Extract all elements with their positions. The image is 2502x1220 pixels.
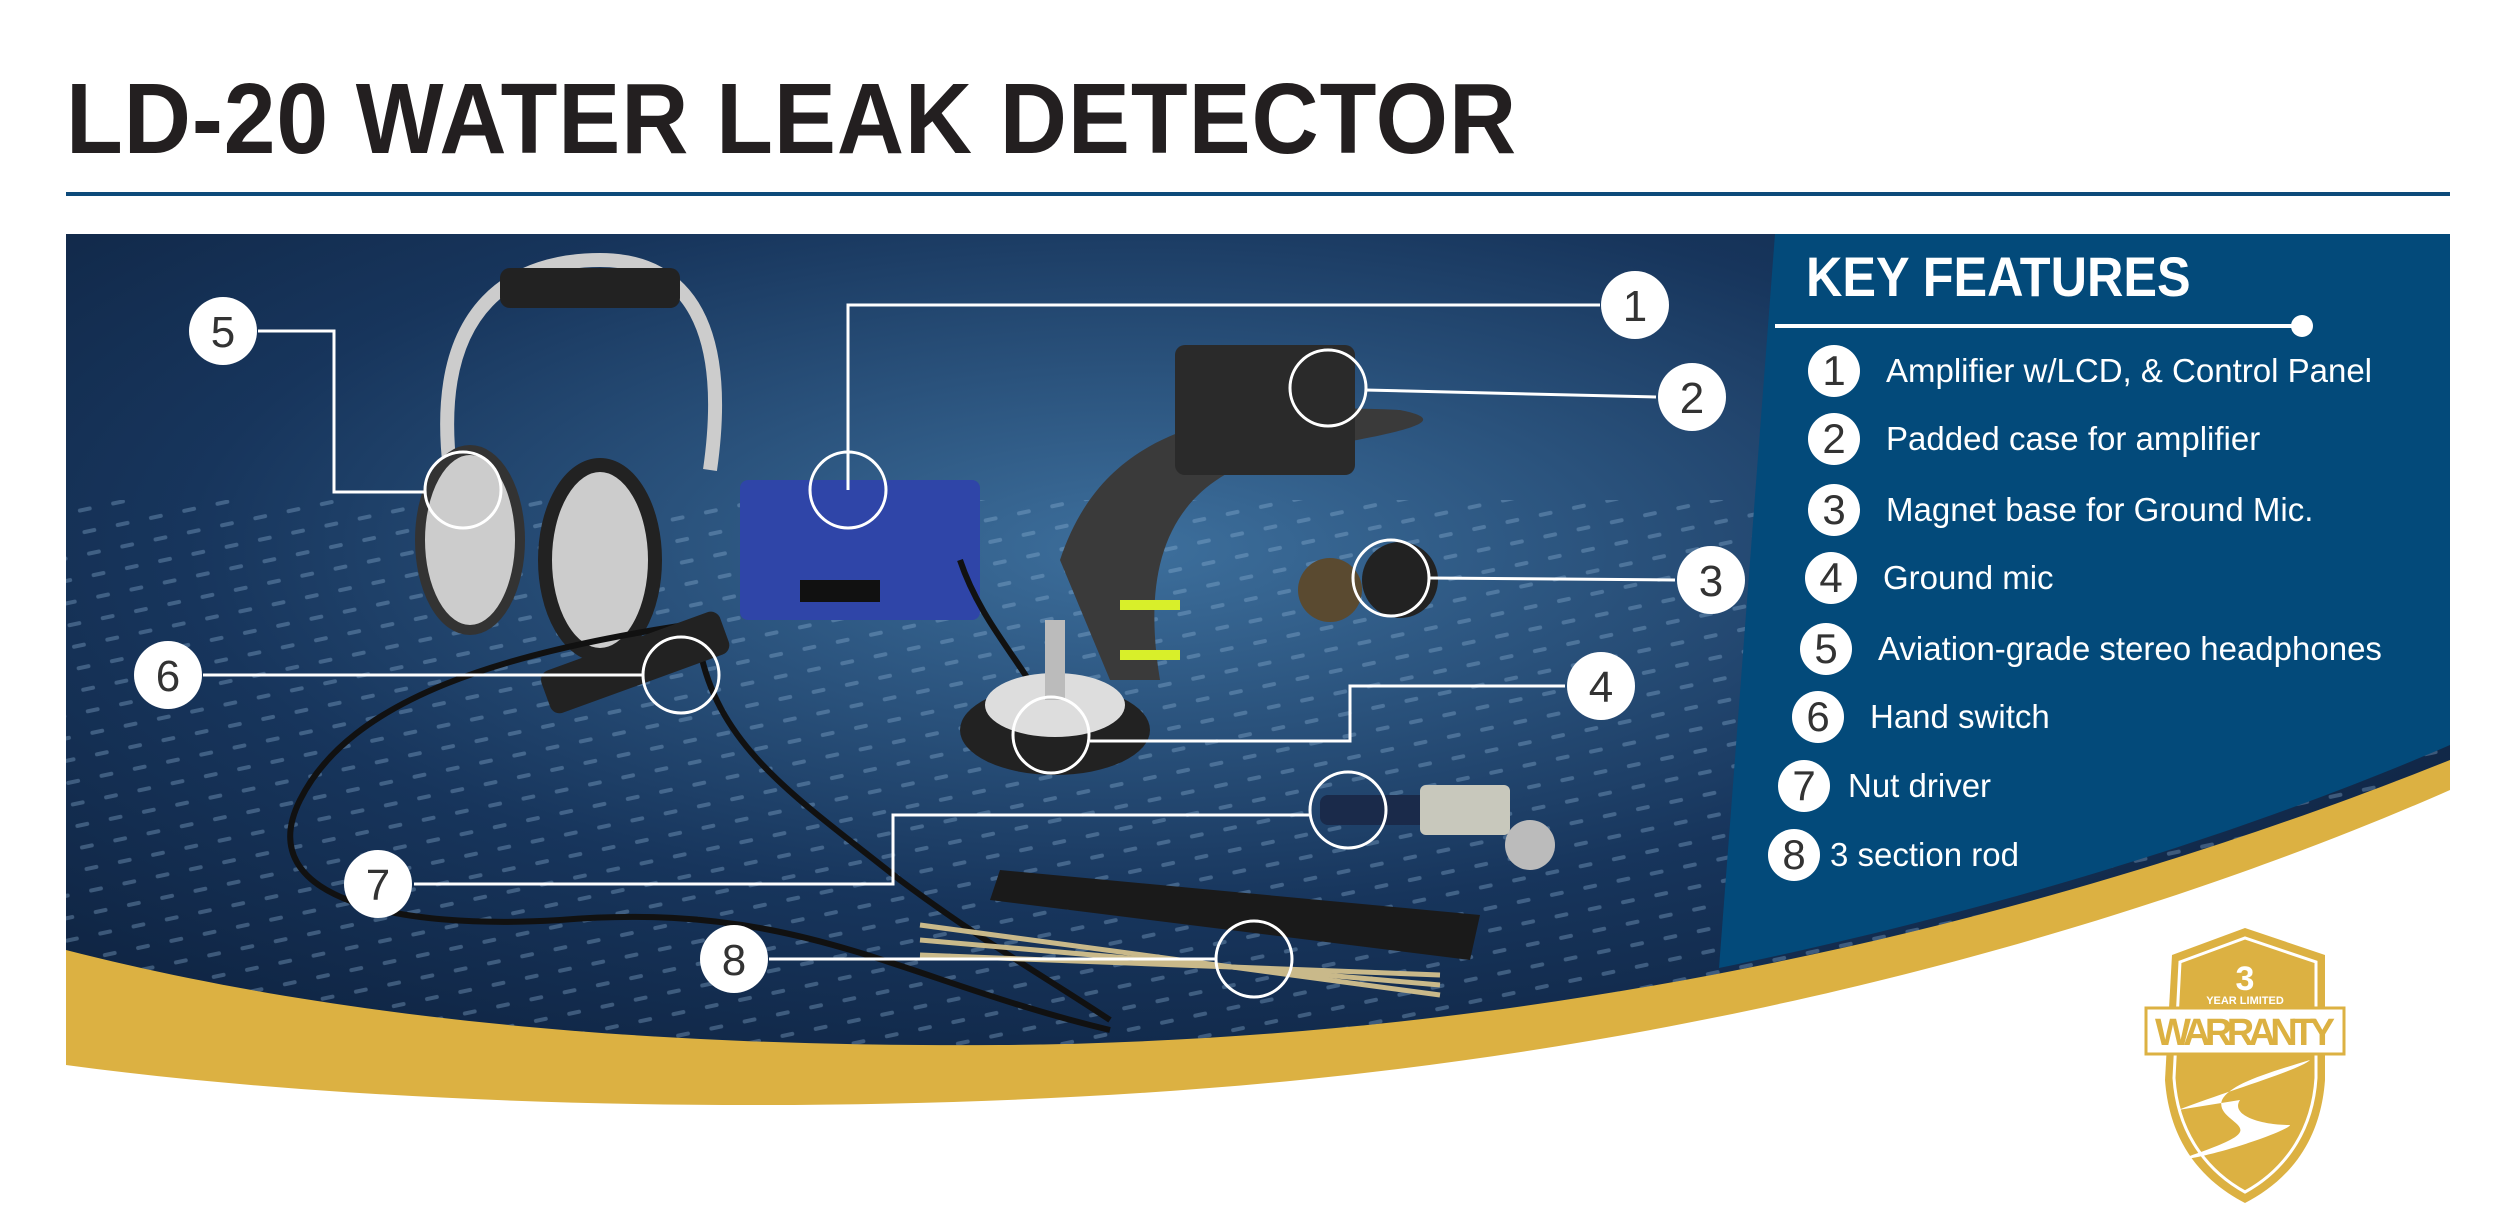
- feature-label: Amplifier w/LCD, & Control Panel: [1886, 352, 2373, 389]
- svg-text:5: 5: [211, 308, 235, 357]
- feature-number: 7: [1778, 760, 1830, 812]
- callout-1: 1: [1601, 271, 1669, 339]
- feature-label: Hand switch: [1870, 698, 2050, 735]
- feature-number: 1: [1808, 345, 1860, 397]
- feature-item: 8 3 section rod: [1768, 829, 2019, 881]
- feature-label: Padded case for amplifier: [1886, 420, 2261, 457]
- feature-label: Nut driver: [1848, 767, 1992, 804]
- feature-item: 1 Amplifier w/LCD, & Control Panel: [1808, 345, 2372, 397]
- feature-item: 3 Magnet base for Ground Mic.: [1808, 484, 2313, 536]
- svg-text:4: 4: [1589, 663, 1613, 712]
- headphones-icon: [415, 252, 723, 662]
- nut-driver-icon: [1320, 785, 1555, 870]
- feature-number: 5: [1800, 623, 1852, 675]
- callout-4: 4: [1567, 652, 1635, 720]
- key-features-title: KEY FEATURES: [1806, 245, 2191, 308]
- svg-text:YEAR LIMITED: YEAR LIMITED: [2206, 995, 2284, 1007]
- features-panel: [1719, 234, 2450, 968]
- feature-item: 6 Hand switch: [1792, 691, 2050, 743]
- callout-7: 7: [344, 850, 412, 918]
- feature-number: 4: [1805, 552, 1857, 604]
- feature-item: 7 Nut driver: [1778, 760, 1991, 812]
- callout-6: 6: [134, 641, 202, 709]
- callout-8: 8: [700, 925, 768, 993]
- amplifier-icon: [740, 480, 980, 620]
- page-title: LD-20 WATER LEAK DETECTOR: [66, 63, 1518, 175]
- callout-2: 2: [1658, 363, 1726, 431]
- feature-item: 4 Ground mic: [1805, 552, 2054, 604]
- feature-item: 2 Padded case for amplifier: [1808, 413, 2260, 465]
- feature-number: 3: [1808, 484, 1860, 536]
- feature-label: 3 section rod: [1830, 836, 2019, 873]
- feature-number: 6: [1792, 691, 1844, 743]
- svg-text:6: 6: [156, 652, 180, 701]
- feature-label: Ground mic: [1883, 559, 2054, 596]
- svg-text:8: 8: [722, 936, 746, 985]
- title-divider: [66, 192, 2450, 196]
- callout-3: 3: [1677, 546, 1745, 614]
- feature-item: 5 Aviation-grade stereo headphones: [1800, 623, 2382, 675]
- feature-number: 8: [1768, 829, 1820, 881]
- callout-5: 5: [189, 297, 257, 365]
- ground-mic-icon: [960, 542, 1438, 775]
- feature-label: Magnet base for Ground Mic.: [1886, 491, 2314, 528]
- svg-text:3: 3: [2236, 960, 2255, 998]
- svg-text:7: 7: [366, 861, 390, 910]
- padded-case-icon: [1060, 345, 1424, 680]
- svg-text:WARRANTY: WARRANTY: [2155, 1012, 2335, 1054]
- svg-text:3: 3: [1699, 557, 1723, 606]
- svg-text:1: 1: [1623, 282, 1647, 331]
- feature-number: 2: [1808, 413, 1860, 465]
- svg-text:2: 2: [1680, 374, 1704, 423]
- warranty-badge: 3 YEAR LIMITED WARRANTY: [2144, 928, 2346, 1203]
- feature-label: Aviation-grade stereo headphones: [1878, 630, 2382, 667]
